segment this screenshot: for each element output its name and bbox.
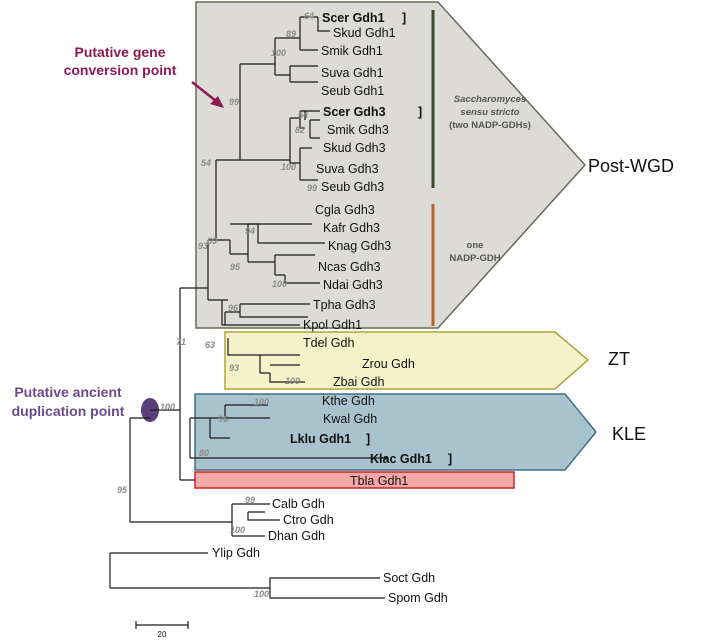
sensu-stricto-note: (two NADP-GDHs) (449, 120, 531, 131)
taxon-label: Suva Gdh3 (316, 162, 379, 176)
taxon-label: Seub Gdh3 (321, 180, 384, 194)
taxon-label: Ctro Gdh (283, 513, 334, 527)
conversion-point-arrowhead (210, 96, 224, 108)
taxon-label: Tpha Gdh3 (313, 298, 376, 312)
bootstrap-value: 54 (201, 158, 211, 168)
bootstrap-value: 96 (218, 414, 229, 424)
kle-label: KLE (612, 424, 646, 444)
bootstrap-value: 96 (228, 303, 239, 313)
scale-bar-label: 20 (158, 630, 167, 639)
taxon-label: Ncas Gdh3 (318, 260, 381, 274)
conversion-point-label: conversion point (64, 62, 177, 78)
taxon-label: Dhan Gdh (268, 529, 325, 543)
conversion-point-label: Putative gene (74, 44, 165, 60)
sensu-stricto-note: sensu stricto (460, 107, 519, 118)
taxon-label: Seub Gdh1 (321, 84, 384, 98)
conversion-point-arrow (191, 81, 217, 102)
taxon-label: Klac Gdh1 (370, 452, 432, 466)
bootstrap-value: 63 (205, 340, 215, 350)
taxon-label: Suva Gdh1 (321, 66, 384, 80)
bootstrap-value: 95 (230, 262, 241, 272)
taxon-label: Skud Gdh3 (323, 141, 386, 155)
taxon-label: Cgla Gdh3 (315, 203, 375, 217)
bootstrap-values: 64 89 100 99 54 82 100 99 54 69 93 94 95… (117, 11, 317, 599)
taxon-label: Zrou Gdh (362, 357, 415, 371)
bootstrap-value: 89 (286, 29, 296, 39)
taxon-label: Kafr Gdh3 (323, 221, 380, 235)
taxon-label: Scer Gdh1 (322, 11, 385, 25)
bootstrap-value: 93 (198, 241, 208, 251)
bootstrap-value: 95 (117, 485, 128, 495)
bootstrap-value: 80 (199, 448, 209, 458)
taxon-label: Kthe Gdh (322, 394, 375, 408)
bootstrap-value: 100 (254, 589, 269, 599)
sensu-stricto-note: Saccharomyces (454, 94, 526, 105)
bootstrap-value: 69 (207, 236, 217, 246)
bootstrap-value: 100 (281, 162, 296, 172)
taxon-label: Zbai Gdh (333, 375, 384, 389)
taxon-label: Smik Gdh3 (327, 123, 389, 137)
post-wgd-label: Post-WGD (588, 156, 674, 176)
taxon-label: Ylip Gdh (212, 546, 260, 560)
tree-branches (109, 16, 388, 599)
post-wgd-clade-region (195, 1, 587, 329)
taxon-label: Scer Gdh3 (323, 105, 386, 119)
taxon-label: Ndai Gdh3 (323, 278, 383, 292)
taxon-bracket: ] (418, 105, 422, 119)
duplication-point-label: duplication point (12, 403, 125, 419)
taxon-label: Skud Gdh1 (333, 26, 396, 40)
bootstrap-value: 94 (245, 226, 255, 236)
taxon-label: Lklu Gdh1 (290, 432, 351, 446)
bootstrap-value: 93 (229, 363, 239, 373)
zt-label: ZT (608, 349, 630, 369)
duplication-point-label: Putative ancient (14, 384, 122, 400)
bootstrap-value: 100 (271, 48, 286, 58)
bootstrap-value: 100 (160, 402, 175, 412)
one-nadp-gdh-note: one (467, 240, 484, 251)
bootstrap-value: 54 (298, 110, 308, 120)
bootstrap-value: 71 (176, 337, 186, 347)
taxon-bracket: ] (448, 452, 452, 466)
zt-clade-region (224, 331, 590, 390)
taxon-label: Kpol Gdh1 (303, 318, 362, 332)
bootstrap-value: 100 (285, 376, 300, 386)
bootstrap-value: 99 (245, 495, 255, 505)
taxon-bracket: ] (366, 432, 370, 446)
kle-clade-region (194, 393, 597, 471)
bootstrap-value: 99 (307, 183, 317, 193)
taxon-label: Kwal Gdh (323, 412, 377, 426)
taxon-label: Calb Gdh (272, 497, 325, 511)
one-nadp-gdh-note: NADP-GDH (449, 253, 500, 264)
taxon-label: Smik Gdh1 (321, 44, 383, 58)
taxon-label: Tdel Gdh (303, 336, 354, 350)
bootstrap-value: 100 (272, 279, 287, 289)
bootstrap-value: 64 (304, 11, 314, 21)
taxon-bracket: ] (402, 11, 406, 25)
taxon-label: Knag Gdh3 (328, 239, 391, 253)
bootstrap-value: 82 (295, 125, 305, 135)
bootstrap-value: 100 (230, 525, 245, 535)
bootstrap-value: 100 (254, 397, 269, 407)
taxon-label: Spom Gdh (388, 591, 448, 605)
taxon-label: Soct Gdh (383, 571, 435, 585)
bootstrap-value: 99 (229, 97, 239, 107)
taxon-label: Tbla Gdh1 (350, 474, 408, 488)
